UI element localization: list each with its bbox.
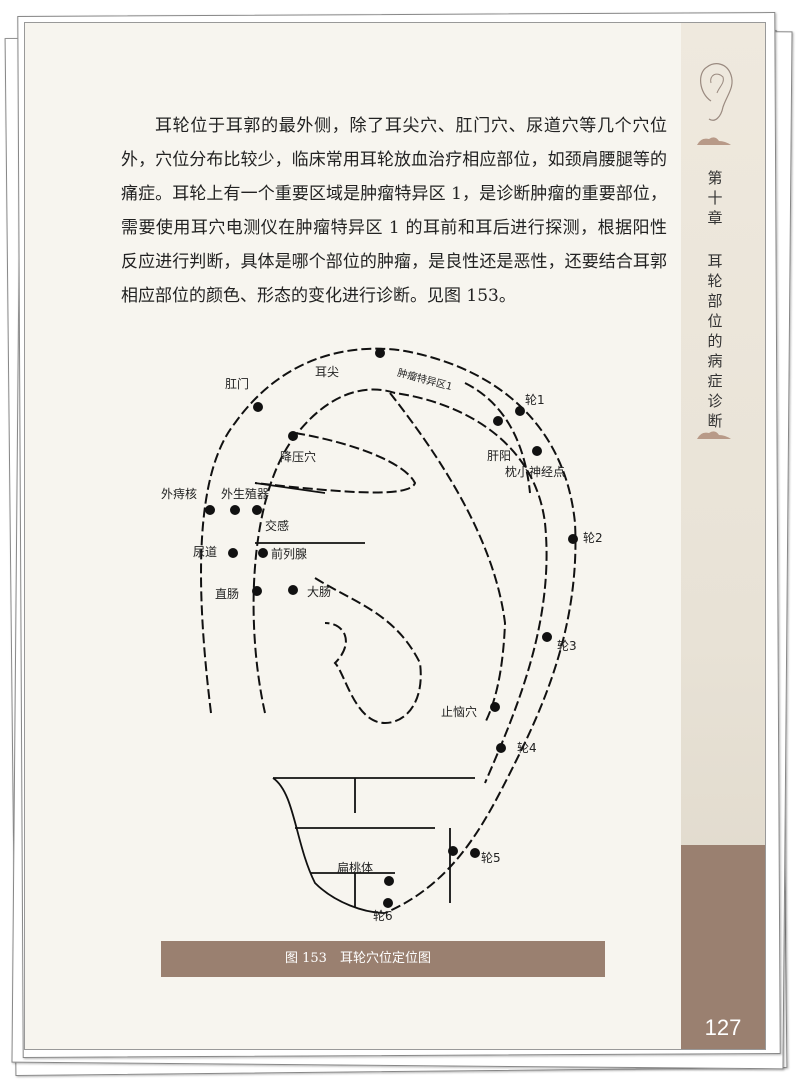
page-number-block: 127 [681,845,765,1049]
chapter-number: 第十章 [707,169,723,227]
acupoint-label: 止恼穴 [441,705,478,719]
cloud-ornament-icon [697,137,731,439]
figure-caption-text: 图 153 耳轮穴位定位图 [285,951,431,966]
acupoint-label: 轮3 [557,639,577,653]
acupoint-label: 肝阳 [487,449,512,463]
acupoint-label: 前列腺 [271,547,308,561]
acupoint-label: 轮4 [517,741,537,755]
acupoint-label: 轮5 [481,851,501,865]
body-paragraph: 耳轮位于耳郭的最外侧，除了耳尖穴、肛门穴、尿道穴等几个穴位外，穴位分布比较少，临… [121,116,667,306]
acupoint-label: 外痔核 [161,487,198,501]
acupoint-label: 直肠 [215,587,240,601]
acupoint-label: 降压穴 [280,450,317,464]
figure-caption: 图 153 耳轮穴位定位图 [161,941,605,977]
acupoint-label: 轮1 [525,393,545,407]
acupoint-label: 耳尖 [315,365,340,379]
chapter-sidebar: 第十章 耳轮部位的病症诊断 127 [681,23,765,1049]
ear-outline [200,347,578,914]
acupoint-label: 交感 [265,519,290,533]
acupoint-label: 外生殖器 [221,487,270,501]
acupoint-label: 大肠 [307,585,332,599]
acupoint-label: 枕小神经点 [505,465,566,479]
acupoint-label: 扁桃体 [337,861,374,875]
book-page: 耳轮位于耳郭的最外侧，除了耳尖穴、肛门穴、尿道穴等几个穴位外，穴位分布比较少，临… [24,22,766,1050]
acupoint-label: 肛门 [225,377,250,391]
chapter-title: 耳轮部位的病症诊断 [707,252,723,430]
ear-icon [700,63,733,121]
acupoint-label: 轮6 [373,909,393,923]
acupoint-label: 尿道 [193,545,218,559]
acupoint-label: 轮2 [583,531,603,545]
page-number: 127 [704,1015,742,1040]
